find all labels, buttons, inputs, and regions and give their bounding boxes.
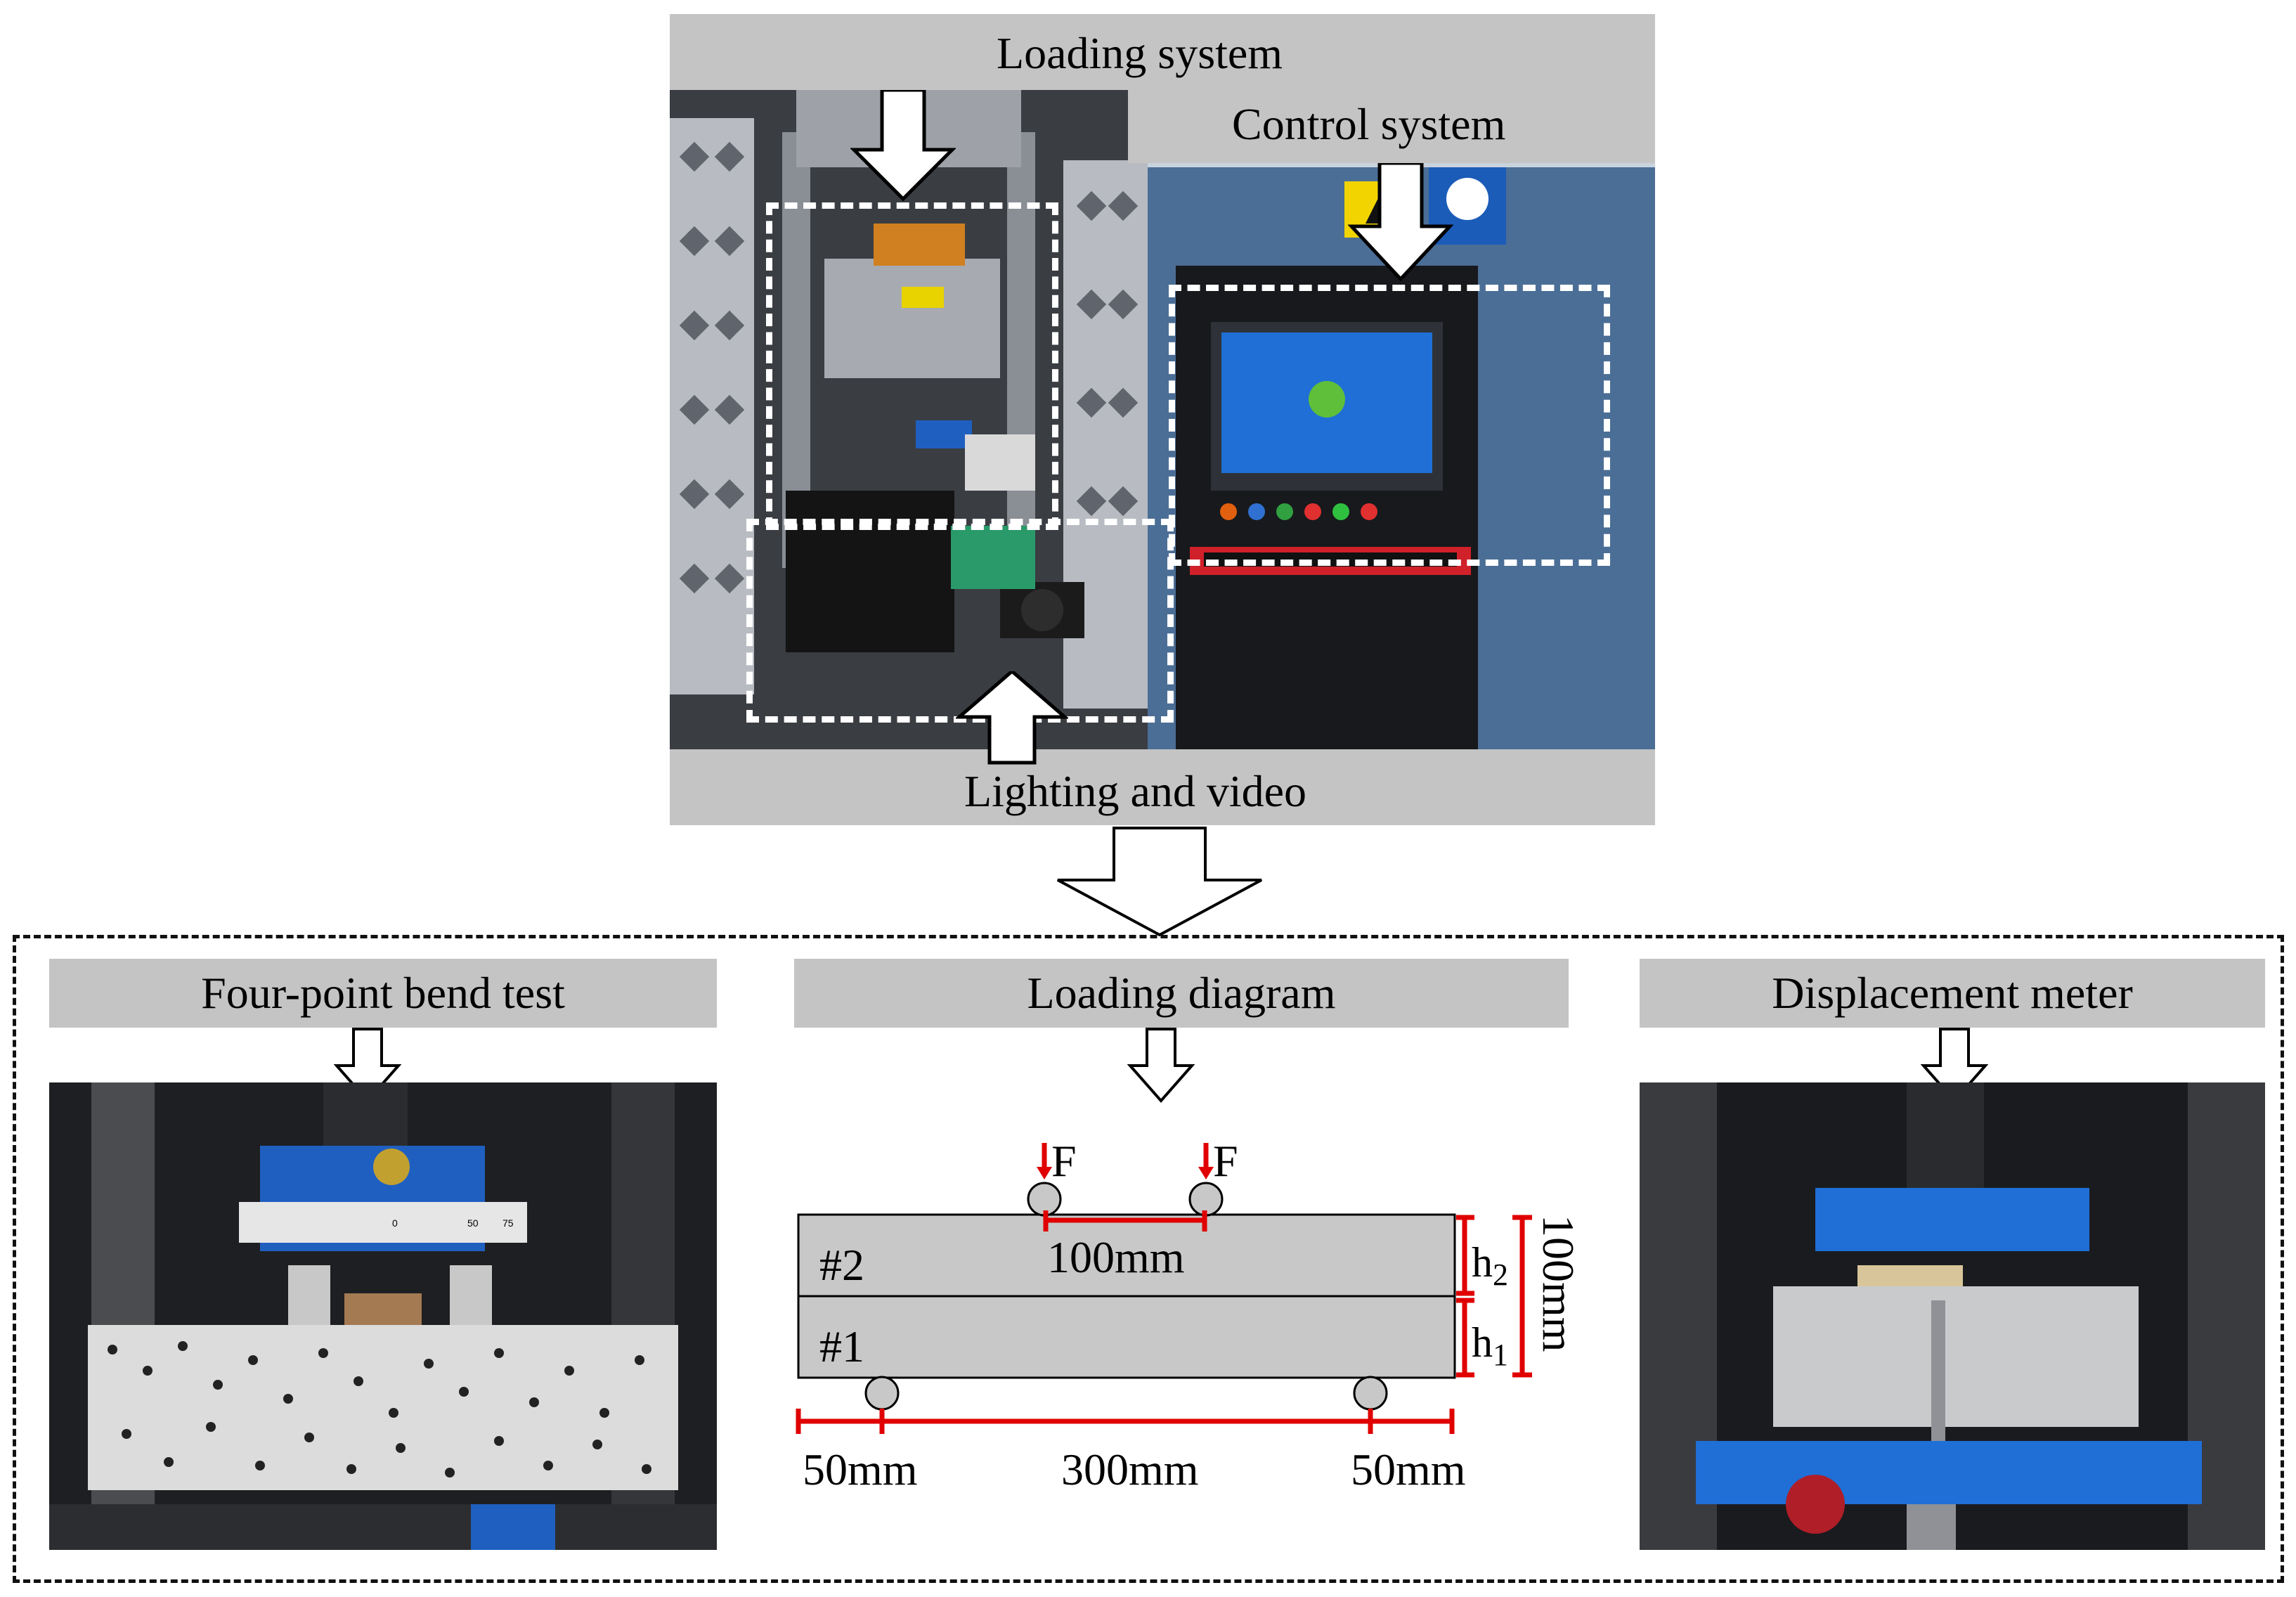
flow-down-arrow: [1057, 827, 1262, 937]
layer-1-label: #1: [819, 1321, 864, 1371]
h1-label: h1: [1472, 1319, 1508, 1372]
dim-mid-label: 300mm: [1061, 1444, 1199, 1494]
lighting-video-highlight: [746, 519, 1174, 723]
h2-label: h2: [1472, 1239, 1508, 1292]
control-system-highlight: [1169, 285, 1610, 566]
height-h2-dimension: [1456, 1215, 1474, 1296]
lighting-video-label: Lighting and video: [964, 766, 1307, 816]
loading-diagram-arrow: [1127, 1028, 1195, 1104]
four-point-bend-photo: 0 50 75: [49, 1082, 717, 1550]
displacement-meter-photo: [1640, 1082, 2265, 1550]
ruler-tick-50: 50: [467, 1217, 479, 1229]
height-total-label: 100mm: [1533, 1215, 1583, 1352]
force-arrow-right: [1198, 1143, 1214, 1179]
lighting-video-arrow: [956, 671, 1068, 765]
loading-system-arrow: [850, 90, 956, 202]
layer-2-label: #2: [819, 1240, 864, 1290]
ruler-tick-0: 0: [392, 1217, 398, 1229]
load-span-label: 100mm: [1047, 1232, 1185, 1282]
span-dimension: [796, 1409, 1455, 1434]
height-total-dimension: [1512, 1215, 1532, 1378]
loading-diagram: F F 100mm #2 #1 h2 h1 100mm 50mm 300mm 5…: [796, 1136, 1583, 1494]
support-roller-right: [1353, 1376, 1388, 1411]
force-label-right: F: [1213, 1136, 1238, 1186]
test-setup-photo: [670, 90, 1655, 749]
loading-system-banner: [670, 14, 1655, 93]
dim-left-label: 50mm: [803, 1444, 918, 1494]
four-point-label: Four-point bend test: [49, 959, 717, 1028]
support-roller-left: [864, 1376, 900, 1411]
loading-system-label: Loading system: [997, 28, 1283, 78]
beam-layer-1: [797, 1295, 1456, 1379]
ruler-tick-75: 75: [502, 1217, 514, 1229]
loading-system-highlight: [766, 202, 1058, 530]
lighting-video-banner: [670, 749, 1655, 825]
detail-panel-frame: [13, 935, 2284, 1583]
control-system-banner: [1128, 90, 1655, 163]
control-system-arrow: [1348, 163, 1453, 282]
control-system-label: Control system: [1232, 99, 1506, 149]
dim-right-label: 50mm: [1351, 1444, 1466, 1494]
force-label-left: F: [1051, 1136, 1077, 1186]
displacement-label: Displacement meter: [1640, 959, 2265, 1028]
beam-layer-2: [797, 1213, 1456, 1298]
height-h1-dimension: [1456, 1298, 1474, 1378]
force-arrow-left: [1037, 1143, 1052, 1179]
loading-diagram-label: Loading diagram: [794, 959, 1569, 1028]
load-span-dimension: [1043, 1210, 1207, 1231]
